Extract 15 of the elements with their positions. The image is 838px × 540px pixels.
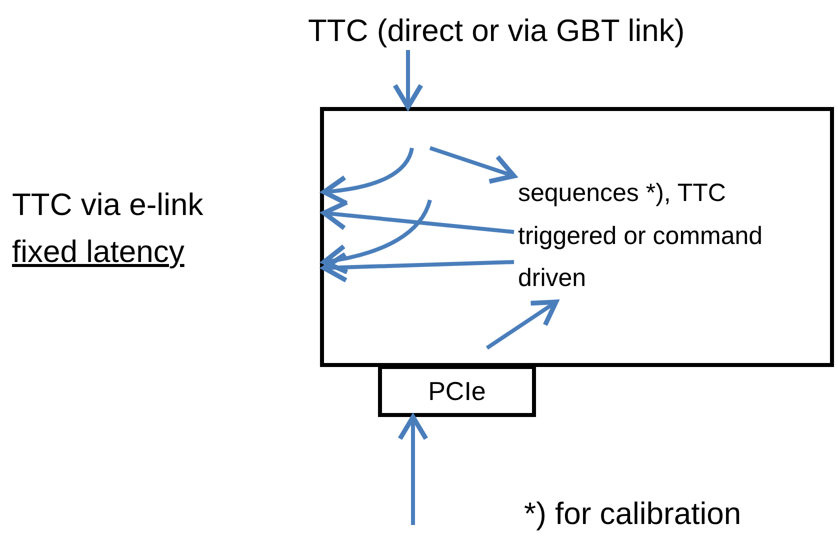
arrow — [398, 414, 428, 525]
underlined-text: fixed latency — [12, 232, 184, 270]
arrow — [322, 200, 514, 234]
pcie-box: PCIe — [378, 365, 536, 417]
arrow — [486, 300, 558, 350]
arrow — [322, 252, 514, 283]
arrow — [322, 199, 432, 274]
footnote-text: *) for calibration — [524, 496, 742, 532]
heading-text: TTC (direct or via GBT link) — [308, 12, 685, 50]
note-text: TTC via e-link — [12, 186, 204, 224]
arrow — [322, 148, 414, 206]
module-box — [320, 107, 834, 367]
arrow — [429, 146, 516, 184]
note-text: sequences *), TTC triggered or command driven — [518, 178, 764, 294]
arrow — [392, 50, 424, 110]
